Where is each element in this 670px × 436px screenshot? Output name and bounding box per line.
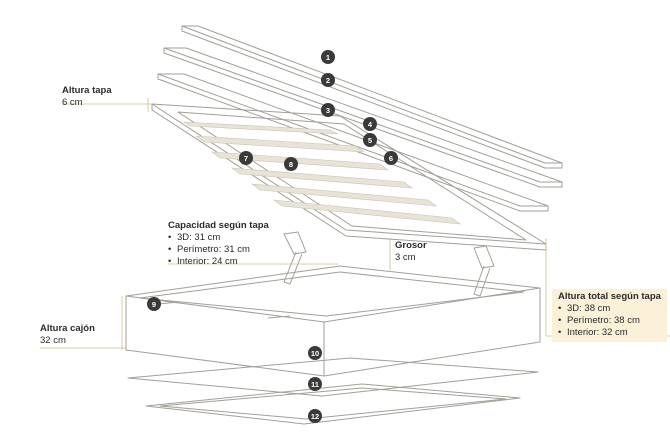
badge-8: 8 bbox=[284, 157, 298, 171]
svg-text:12: 12 bbox=[311, 412, 319, 421]
grosor-title: Grosor bbox=[395, 240, 427, 251]
storage-box-right bbox=[323, 288, 541, 377]
altura-total-title: Altura total según tapa bbox=[558, 291, 661, 302]
svg-text:4: 4 bbox=[368, 120, 373, 129]
svg-text:9: 9 bbox=[152, 300, 156, 309]
svg-text:7: 7 bbox=[244, 154, 248, 163]
altura-total-item-perimetro: Perímetro: 38 cm bbox=[558, 315, 661, 327]
storage-box-handle-front bbox=[267, 315, 291, 319]
altura-total-label: Altura total según tapa 3D: 38 cm Períme… bbox=[552, 289, 667, 342]
grosor-label: Grosor 3 cm bbox=[395, 240, 427, 264]
badge-10: 10 bbox=[308, 346, 322, 360]
slat-1 bbox=[182, 121, 339, 135]
slat-5 bbox=[250, 183, 438, 207]
badge-1: 1 bbox=[321, 50, 335, 64]
altura-tapa-label: Altura tapa 6 cm bbox=[62, 85, 112, 109]
capacidad-item-perimetro: Perímetro: 31 cm bbox=[168, 244, 269, 256]
badge-4: 4 bbox=[363, 117, 377, 131]
capacidad-item-interior: Interior: 24 cm bbox=[168, 256, 269, 268]
capacidad-list: 3D: 31 cm Perímetro: 31 cm Interior: 24 … bbox=[168, 232, 269, 268]
badge-9: 9 bbox=[147, 297, 161, 311]
layer-12-cover bbox=[145, 383, 521, 425]
altura-cajon-title: Altura cajón bbox=[40, 323, 95, 334]
storage-box-inner bbox=[139, 271, 525, 317]
svg-text:2: 2 bbox=[326, 76, 330, 85]
svg-text:5: 5 bbox=[368, 136, 372, 145]
svg-text:6: 6 bbox=[389, 154, 393, 163]
piston-left bbox=[283, 231, 307, 285]
altura-total-item-3d: 3D: 38 cm bbox=[558, 303, 661, 315]
slats-group bbox=[182, 121, 462, 225]
capacidad-label: Capacidad según tapa 3D: 31 cm Perímetro… bbox=[168, 220, 269, 268]
slat-2 bbox=[195, 135, 365, 153]
slat-6 bbox=[272, 199, 462, 225]
svg-text:3: 3 bbox=[326, 106, 330, 115]
slat-3 bbox=[211, 151, 389, 171]
altura-cajon-value: 32 cm bbox=[40, 335, 66, 346]
layer-3-panel-edge bbox=[157, 74, 549, 212]
badge-2: 2 bbox=[321, 73, 335, 87]
badge-3: 3 bbox=[321, 103, 335, 117]
capacidad-item-3d: 3D: 31 cm bbox=[168, 232, 269, 244]
badge-11: 11 bbox=[308, 377, 322, 391]
altura-total-list: 3D: 38 cm Perímetro: 38 cm Interior: 32 … bbox=[558, 303, 661, 339]
storage-box-front bbox=[125, 296, 325, 377]
badge-5: 5 bbox=[363, 133, 377, 147]
svg-text:10: 10 bbox=[311, 349, 319, 358]
badge-6: 6 bbox=[384, 151, 398, 165]
altura-cajon-label: Altura cajón 32 cm bbox=[40, 323, 95, 347]
layer-1-topper-edge bbox=[181, 26, 563, 169]
storage-box-top bbox=[125, 265, 541, 323]
slat-4 bbox=[230, 167, 414, 189]
svg-text:1: 1 bbox=[326, 53, 330, 62]
altura-total-item-interior: Interior: 32 cm bbox=[558, 327, 661, 339]
layer-11-base bbox=[127, 357, 539, 397]
altura-tapa-value: 6 cm bbox=[62, 97, 83, 108]
badges: 1 2 3 4 5 6 7 8 9 10 11 12 bbox=[147, 50, 398, 423]
badge-7: 7 bbox=[239, 151, 253, 165]
storage-box-handle-left bbox=[157, 301, 179, 305]
svg-text:11: 11 bbox=[311, 380, 319, 389]
altura-tapa-title: Altura tapa bbox=[62, 85, 112, 96]
layer-2-panel-edge bbox=[163, 48, 563, 188]
grosor-value: 3 cm bbox=[395, 252, 416, 263]
svg-text:8: 8 bbox=[289, 160, 293, 169]
layer-12-cover-inner bbox=[159, 387, 507, 420]
badge-12: 12 bbox=[308, 409, 322, 423]
capacidad-title: Capacidad según tapa bbox=[168, 220, 269, 231]
